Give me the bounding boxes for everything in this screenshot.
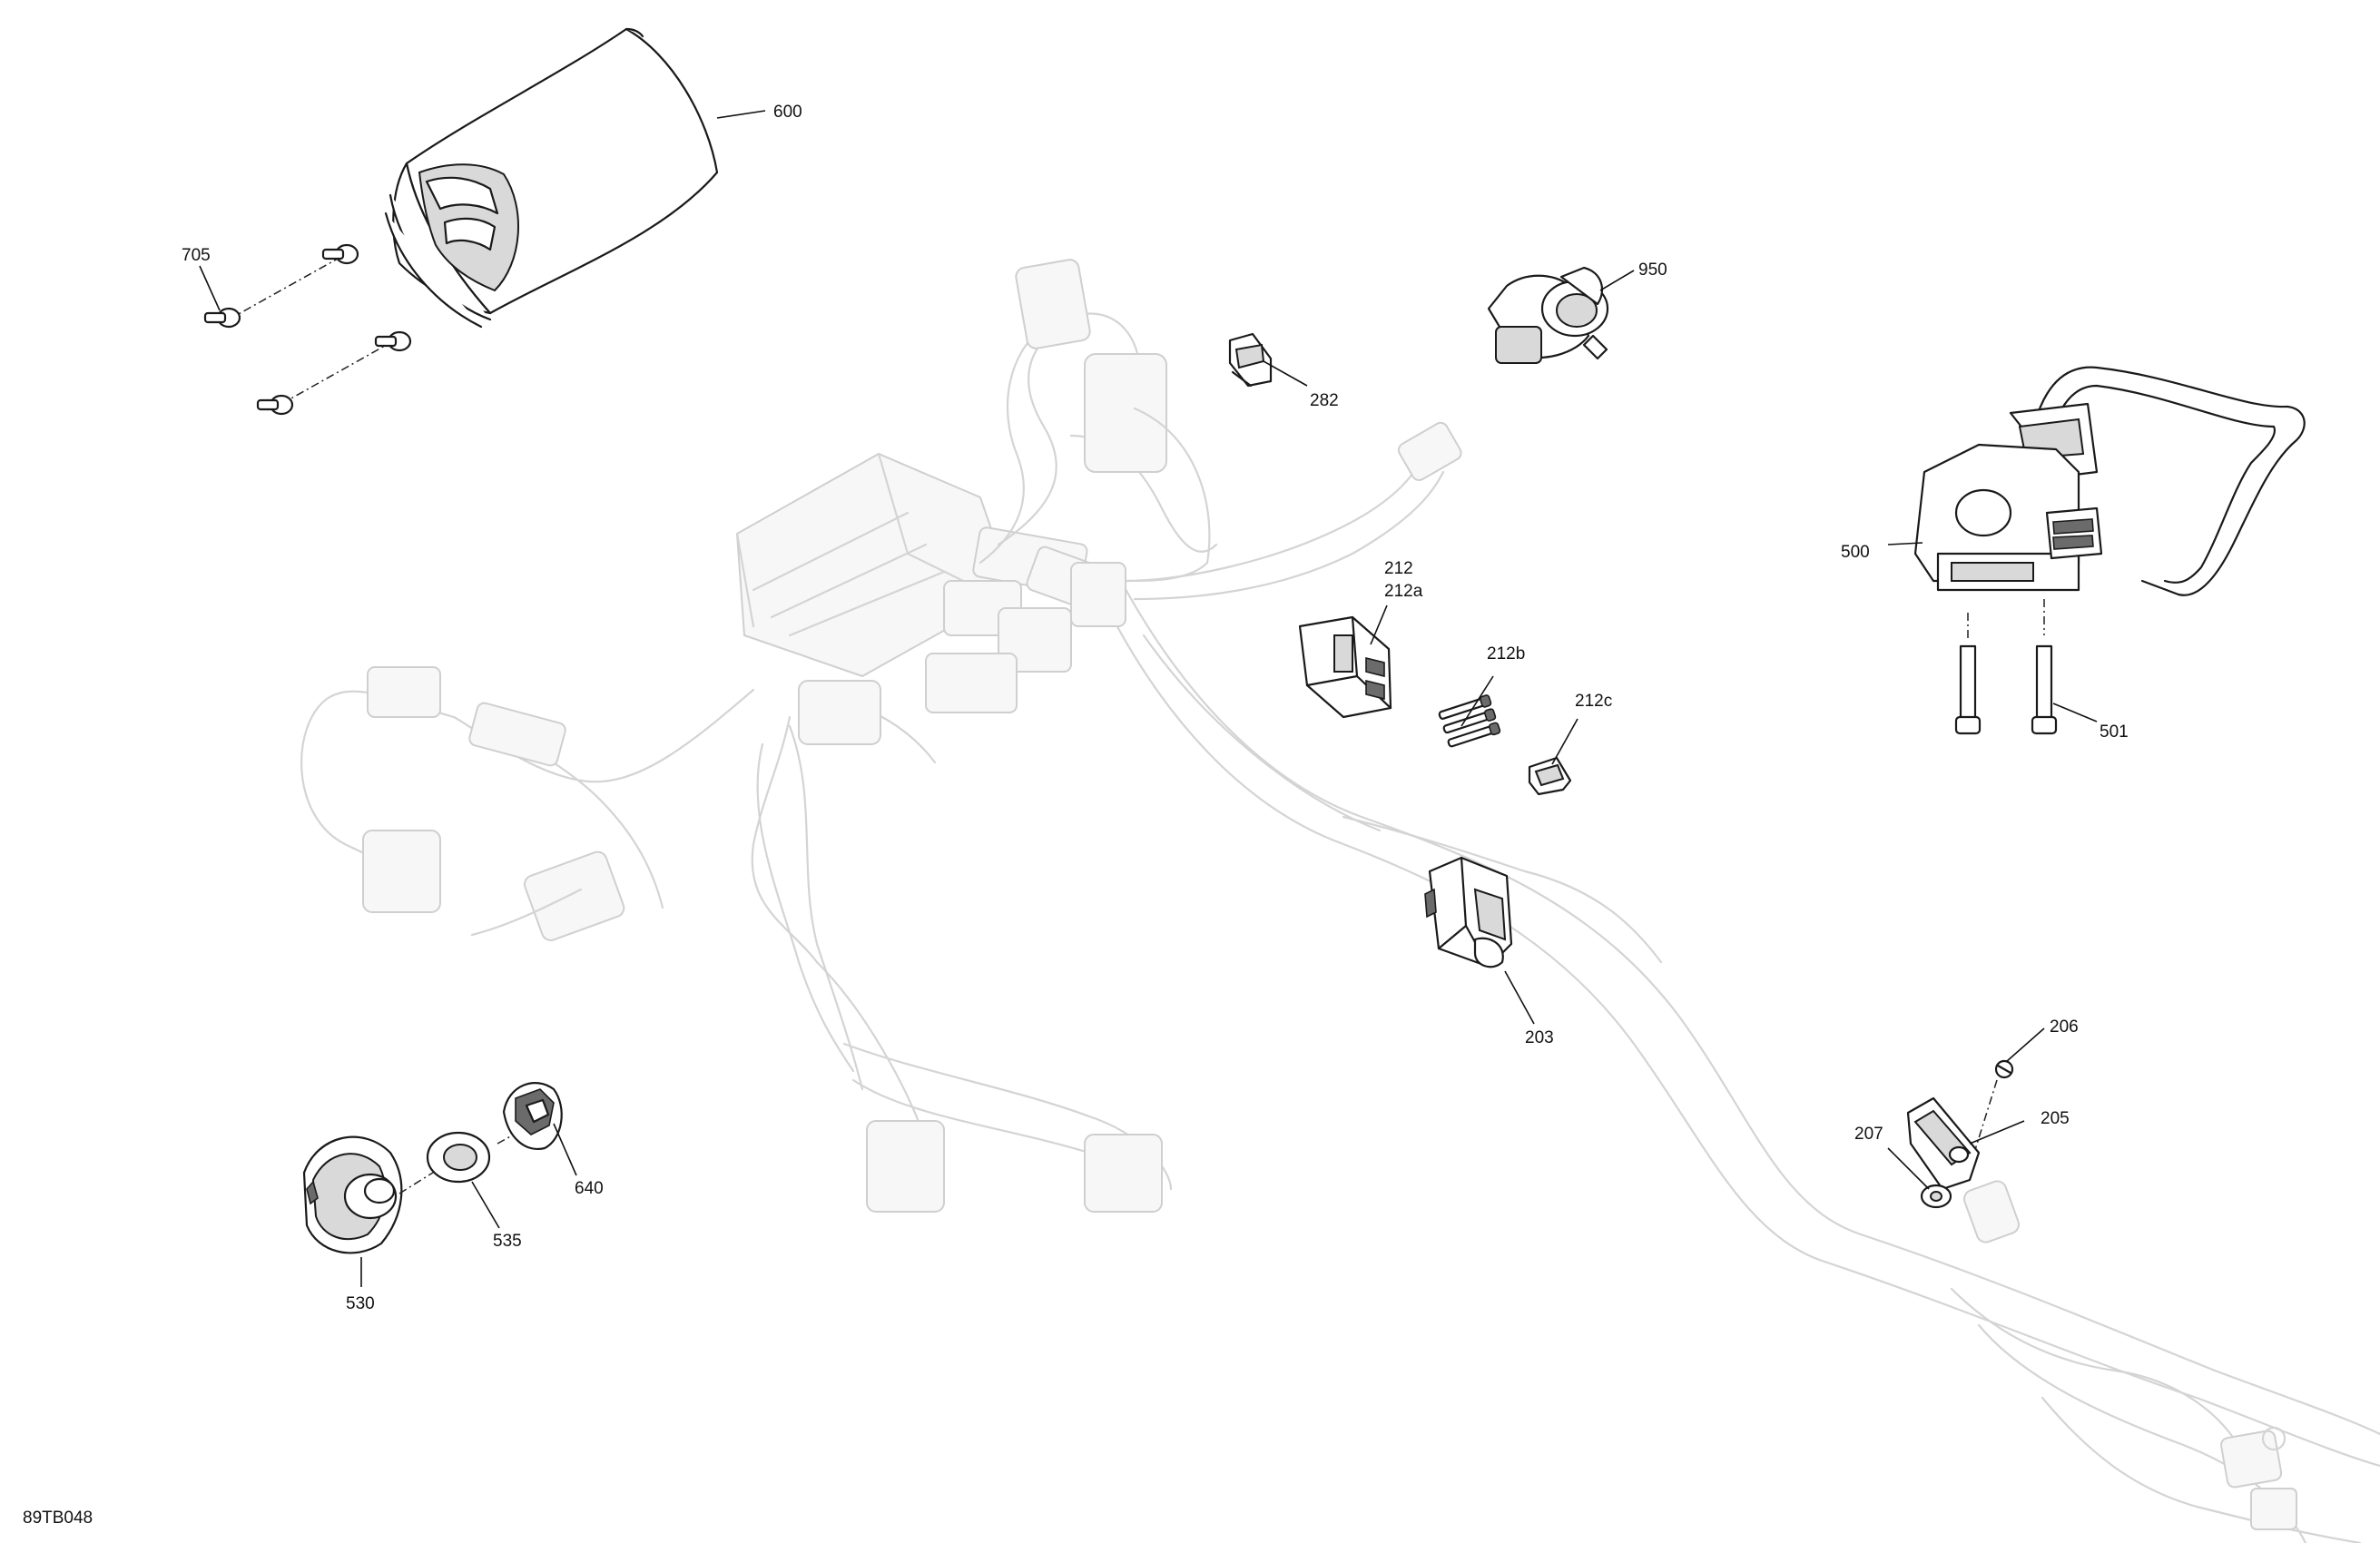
part-205-clip xyxy=(1906,1096,1981,1191)
callout-535: 535 xyxy=(493,1232,522,1251)
callout-205: 205 xyxy=(2041,1109,2070,1128)
part-501-screws xyxy=(1954,599,2058,735)
part-530-switch-housing xyxy=(302,1135,403,1254)
wiring-harness-ghost xyxy=(300,259,2380,1543)
part-207-washer xyxy=(1920,1184,1952,1209)
part-212-connector xyxy=(1298,615,1392,719)
callout-207: 207 xyxy=(1854,1125,1883,1144)
leader-lines xyxy=(199,110,2098,1287)
part-705-screws xyxy=(203,243,412,416)
callout-206: 206 xyxy=(2050,1017,2079,1037)
callout-212c: 212c xyxy=(1575,692,1612,711)
callout-600: 600 xyxy=(773,103,802,122)
part-500-handlebar-switch xyxy=(1913,366,2306,596)
part-282-clip xyxy=(1228,332,1273,388)
callout-212b: 212b xyxy=(1487,644,1525,663)
part-212b-terminals xyxy=(1438,694,1501,748)
part-206-screw xyxy=(1973,1059,2014,1154)
part-640-bulb-socket xyxy=(502,1082,563,1151)
part-950-power-socket xyxy=(1487,266,1609,364)
part-600-gauge-cluster xyxy=(384,27,719,329)
callout-212a: 212a xyxy=(1384,582,1423,601)
callout-500: 500 xyxy=(1841,543,1870,562)
callout-705: 705 xyxy=(182,246,211,265)
callout-530: 530 xyxy=(346,1294,375,1313)
callout-labels: 600 705 950 282 500 501 212 212a 212b 21… xyxy=(182,103,2129,1313)
callout-640: 640 xyxy=(575,1179,604,1198)
callout-203: 203 xyxy=(1525,1028,1554,1047)
part-535-nut xyxy=(398,1129,523,1194)
callout-950: 950 xyxy=(1638,260,1667,280)
drawing-id: 89TB048 xyxy=(23,1509,93,1528)
part-203-bracket xyxy=(1424,856,1513,968)
part-212c-lock xyxy=(1528,756,1572,796)
callout-501: 501 xyxy=(2100,722,2129,742)
callout-282: 282 xyxy=(1310,391,1339,410)
callout-212: 212 xyxy=(1384,559,1413,578)
